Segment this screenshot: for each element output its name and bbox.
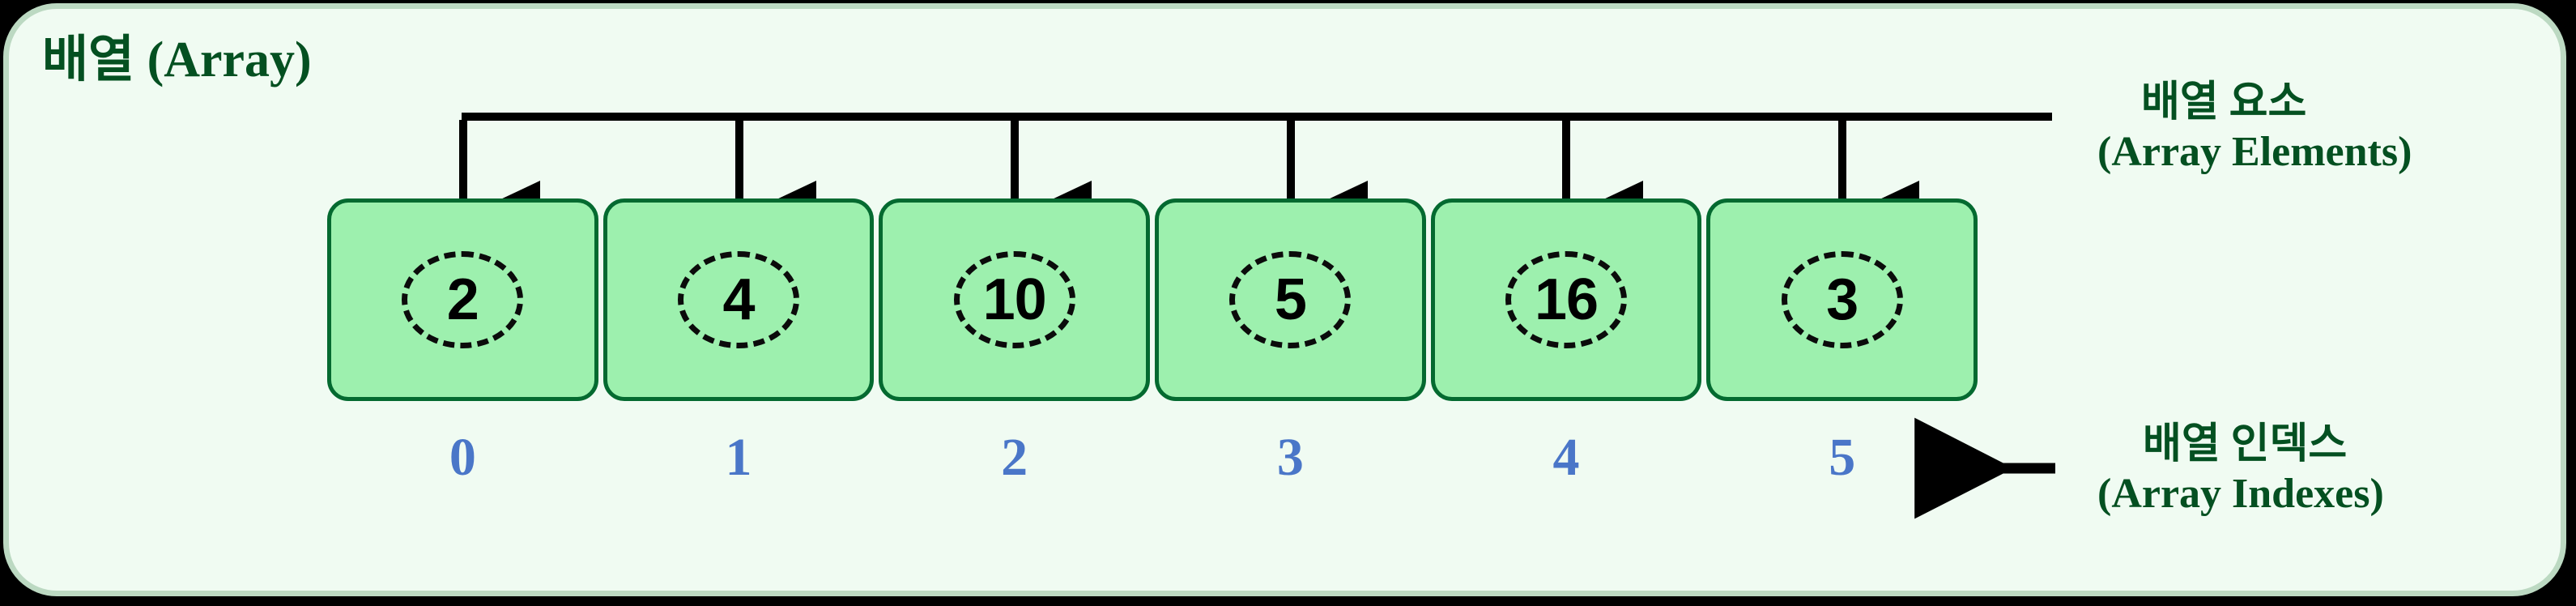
cell-value: 16	[1534, 267, 1599, 332]
value-circle: 2	[402, 251, 524, 348]
array-index: 4	[1431, 421, 1702, 494]
array-cell[interactable]: 10	[879, 198, 1151, 401]
value-circle: 5	[1229, 251, 1352, 348]
array-cell[interactable]: 5	[1155, 198, 1426, 401]
cell-value: 2	[446, 267, 479, 332]
array-index: 5	[1706, 421, 1978, 494]
index-value: 2	[1001, 428, 1028, 487]
index-value: 0	[449, 428, 476, 487]
annotation-array-elements: 배열 요소 (Array Elements)	[2097, 78, 2412, 177]
annotation-array-indexes-korean: 배열 인덱스	[2143, 421, 2348, 467]
array-cell[interactable]: 4	[602, 198, 875, 401]
annotation-array-elements-korean: 배열 요소	[2141, 79, 2307, 126]
value-circle: 16	[1505, 251, 1628, 348]
index-value: 5	[1829, 428, 1856, 487]
array-index: 0	[327, 421, 598, 494]
annotation-array-indexes: 배열 인덱스 (Array Indexes)	[2097, 420, 2384, 519]
index-value: 4	[1552, 428, 1580, 487]
array-cells: 2 4 10 5 16 3	[327, 198, 1978, 401]
array-cell[interactable]: 3	[1706, 198, 1978, 401]
annotation-array-indexes-english: (Array Indexes)	[2097, 471, 2384, 518]
cell-value: 3	[1826, 267, 1859, 332]
value-circle: 3	[1781, 251, 1903, 348]
annotation-array-elements-english: (Array Elements)	[2097, 129, 2412, 176]
value-circle: 10	[953, 251, 1075, 348]
index-value: 3	[1276, 428, 1304, 487]
array-index: 3	[1155, 421, 1426, 494]
page-title: 배열 (Array)	[42, 32, 312, 87]
value-circle: 4	[678, 251, 799, 348]
array-indexes: 0 1 2 3 4 5	[327, 421, 1978, 494]
cell-value: 5	[1274, 267, 1307, 332]
cell-value: 4	[722, 267, 755, 332]
array-index: 1	[603, 421, 875, 494]
cell-value: 10	[982, 267, 1047, 332]
array-cell[interactable]: 2	[327, 198, 598, 401]
index-value: 1	[725, 428, 752, 487]
array-index: 2	[879, 421, 1150, 494]
array-cell[interactable]: 16	[1430, 198, 1702, 401]
